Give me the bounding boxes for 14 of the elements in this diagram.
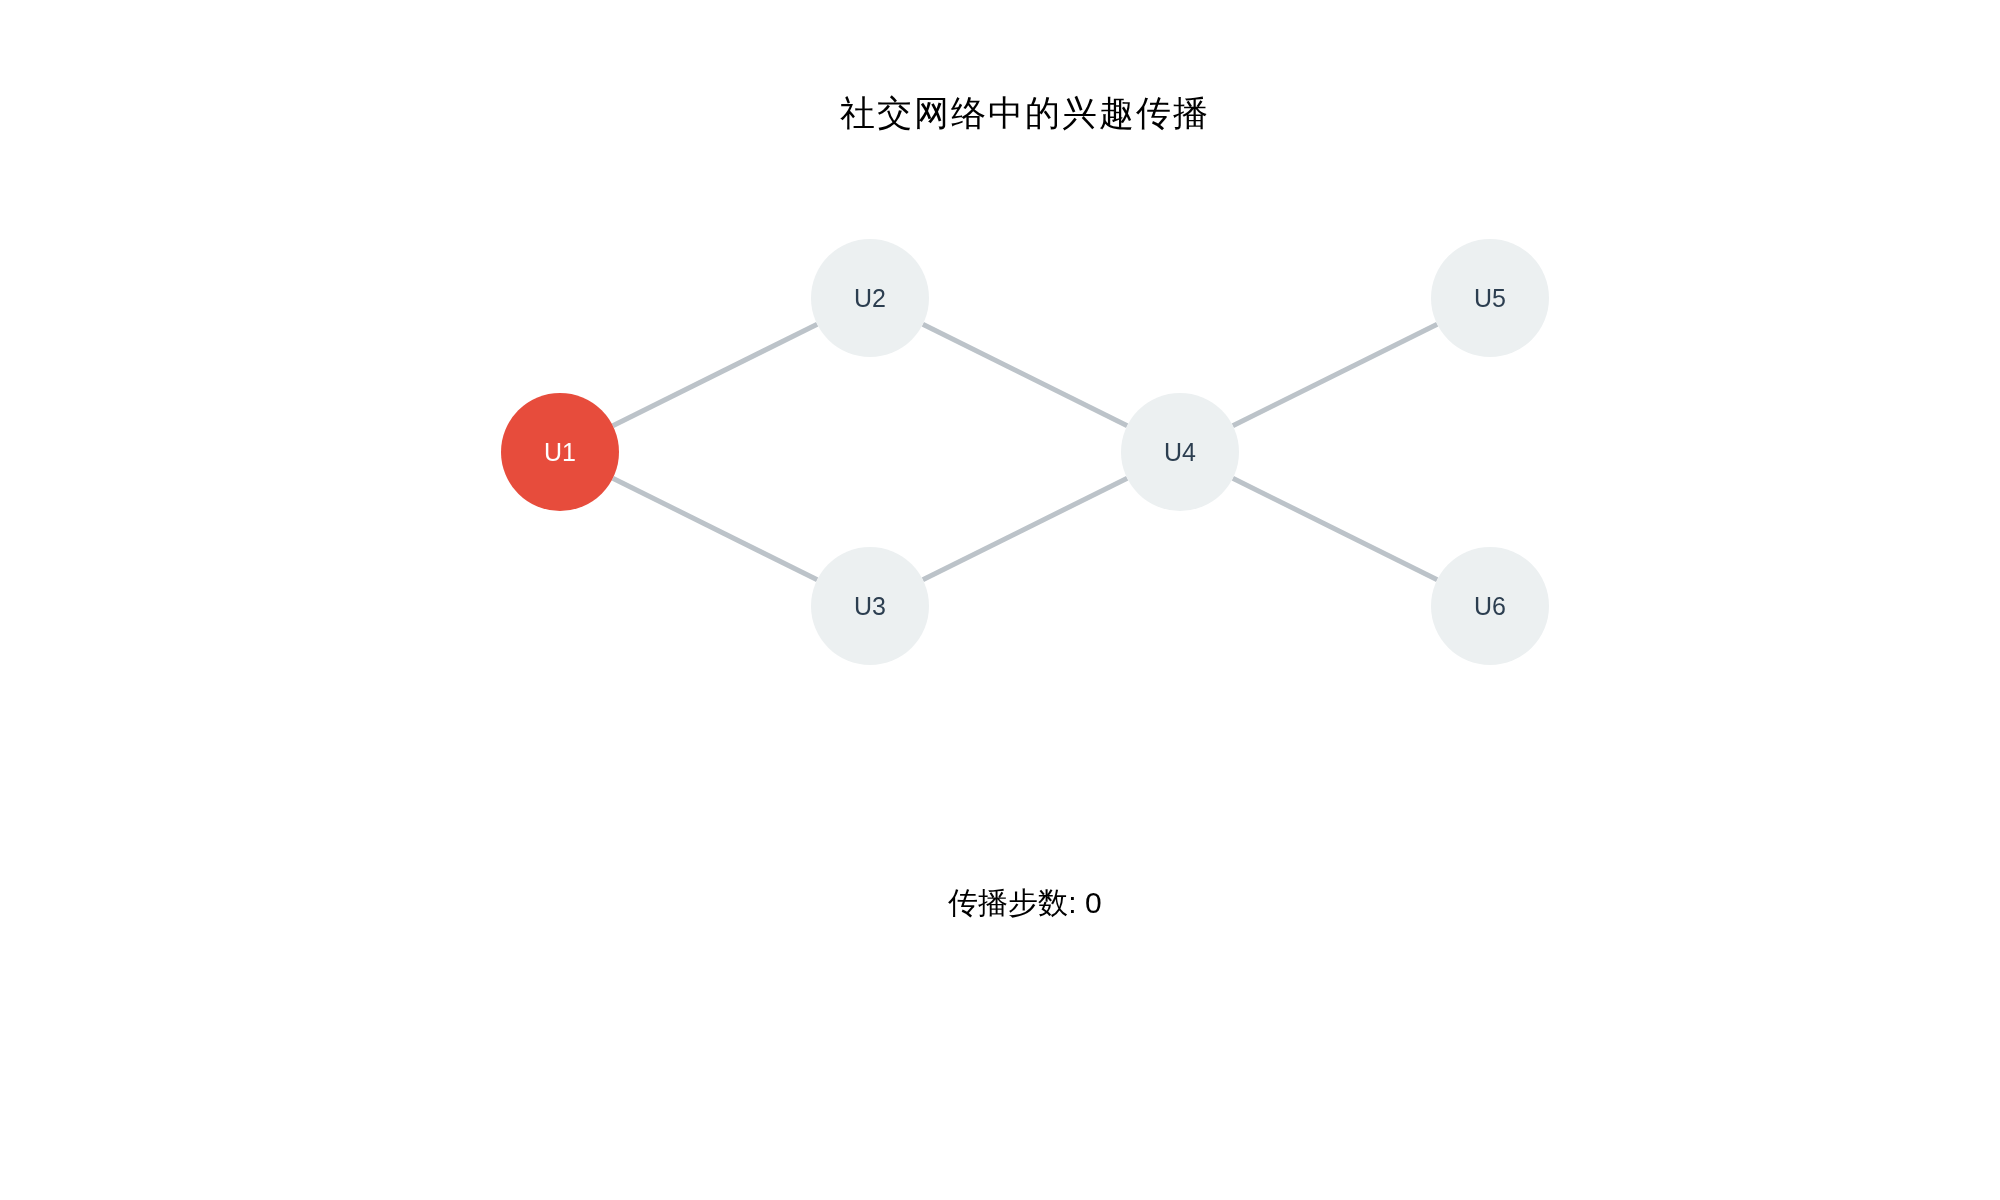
- step-count-label: 传播步数: 0: [948, 888, 1102, 918]
- node-circle: U4: [1121, 393, 1239, 511]
- connector-line: [611, 321, 819, 429]
- connector-line: [1231, 321, 1439, 429]
- diagram-title: 社交网络中的兴趣传播: [840, 94, 1210, 130]
- connector-line: [1231, 475, 1439, 583]
- node-circle: U6: [1431, 547, 1549, 665]
- connector-line: [921, 321, 1129, 429]
- node-circle: U3: [811, 547, 929, 665]
- node-circle: U2: [811, 239, 929, 357]
- node-circle: U5: [1431, 239, 1549, 357]
- connector-line: [921, 475, 1129, 583]
- node-circle: U1: [501, 393, 619, 511]
- connector-line: [611, 475, 819, 583]
